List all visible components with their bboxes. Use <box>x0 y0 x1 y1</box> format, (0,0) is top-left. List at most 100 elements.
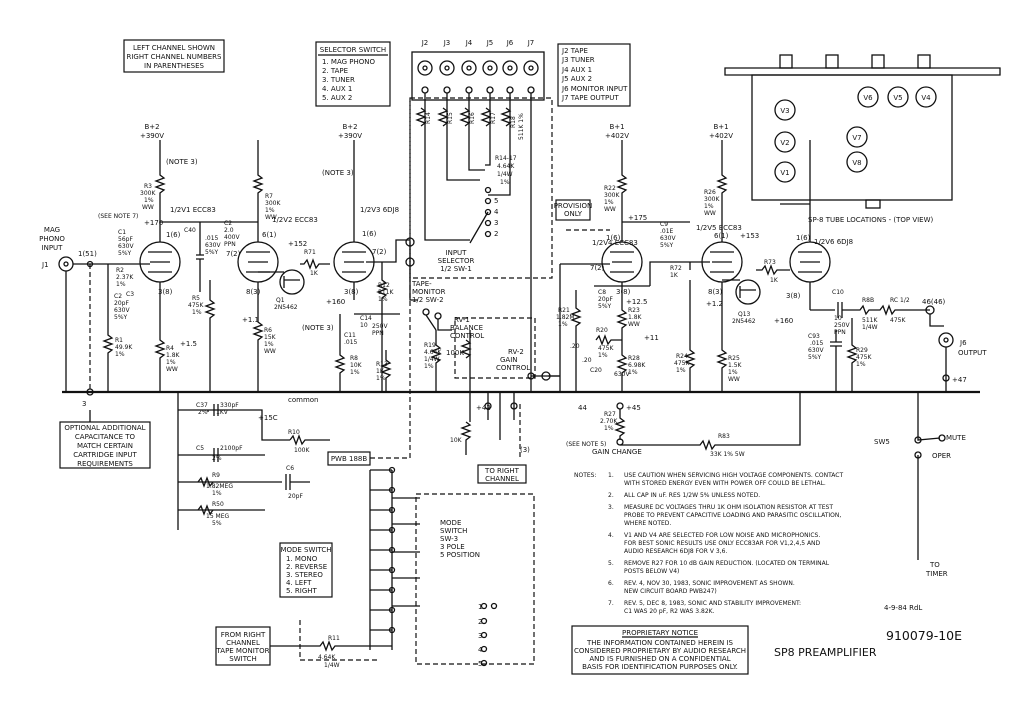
svg-text:1%: 1% <box>424 363 434 370</box>
svg-text:2.70K: 2.70K <box>600 418 618 425</box>
svg-text:5.: 5. <box>608 560 614 567</box>
selector-item: 5. AUX 2 <box>322 94 352 102</box>
svg-text:475K: 475K <box>856 354 872 361</box>
svg-text:AND IS FURNISHED ON A CONFIDEN: AND IS FURNISHED ON A CONFIDENTIAL <box>589 655 730 663</box>
q13-jfet-icon <box>735 279 761 305</box>
input-selector-label: 1/2 SW-1 <box>440 265 472 273</box>
proprietary-notice: PROPRIETARY NOTICE THE INFORMATION CONTA… <box>571 625 749 675</box>
svg-text:C14: C14 <box>360 315 372 322</box>
jack-legend-box: J2 TAPE J3 TUNER J4 AUX 1 J5 AUX 2 J6 MO… <box>557 43 631 107</box>
svg-text:R50: R50 <box>212 501 224 508</box>
svg-text:.20: .20 <box>582 357 592 364</box>
svg-text:1/2: 1/2 <box>900 297 910 304</box>
left-channel-line-1: LEFT CHANNEL SHOWN <box>133 44 215 52</box>
tape-monitor-label: TAPE- <box>411 280 432 288</box>
svg-text:2%: 2% <box>198 409 208 416</box>
svg-text:R29: R29 <box>856 347 868 354</box>
svg-text:REQUIREMENTS: REQUIREMENTS <box>77 460 133 468</box>
svg-text:4: 4 <box>478 646 483 654</box>
svg-text:1(6): 1(6) <box>362 230 377 238</box>
mute-switch: SW5 MUTE OPER TO TIMER <box>874 392 966 578</box>
svg-text:330pF: 330pF <box>220 402 239 409</box>
mode-item: 1. MONO <box>286 555 318 563</box>
mode-switch-legend: MODE SWITCH 1. MONO 2. REVERSE 3. STEREO… <box>279 542 333 598</box>
svg-text:CARTRIDGE INPUT: CARTRIDGE INPUT <box>73 451 137 459</box>
voltage-label: +15C <box>258 414 278 422</box>
svg-text:WW: WW <box>704 210 716 217</box>
svg-text:1%: 1% <box>856 361 866 368</box>
svg-text:2: 2 <box>478 618 482 626</box>
optional-capacitance-note: OPTIONAL ADDITIONAL CAPACITANCE TO MATCH… <box>59 410 151 469</box>
svg-text:R20: R20 <box>596 327 608 334</box>
svg-text:3.: 3. <box>608 504 614 511</box>
svg-text:1/2V6 6DJ8: 1/2V6 6DJ8 <box>814 238 853 246</box>
node-label: +47 <box>952 376 967 384</box>
svg-text:4: 4 <box>494 208 499 216</box>
supply-label: +402V <box>709 132 733 140</box>
svg-text:300K: 300K <box>604 192 620 199</box>
svg-text:1%: 1% <box>350 369 360 376</box>
svg-text:PPN: PPN <box>834 329 846 336</box>
svg-text:R8: R8 <box>350 355 358 362</box>
selector-item: 4. AUX 1 <box>322 85 352 93</box>
gain-change-label: GAIN CHANGE <box>592 448 642 456</box>
svg-text:R13: R13 <box>376 361 388 368</box>
svg-text:WHERE NOTED.: WHERE NOTED. <box>624 520 671 527</box>
svg-text:5: 5 <box>494 197 498 205</box>
left-channel-line-3: IN PARENTHESES <box>144 62 204 70</box>
svg-text:1(6): 1(6) <box>606 234 621 242</box>
svg-text:PPN: PPN <box>224 241 236 248</box>
mode-switch-box-label: SW-3 <box>440 535 458 543</box>
svg-text:475K: 475K <box>890 317 906 324</box>
svg-text:1: 1 <box>478 603 482 611</box>
svg-text:1KV: 1KV <box>216 409 229 416</box>
svg-text:R3: R3 <box>144 183 152 190</box>
svg-text:3(8): 3(8) <box>158 288 173 296</box>
svg-text:TO: TO <box>929 561 940 569</box>
gain-label: RV-2 <box>508 348 524 356</box>
supply-label: +390V <box>338 132 362 140</box>
phono-input-stage: MAG PHONO INPUT J1 1(51) 3 R1 49.9K 1% (… <box>39 123 216 408</box>
svg-text:R22: R22 <box>604 185 616 192</box>
voltage-label: +12.5 <box>626 298 647 306</box>
resistor-label: R18 <box>510 116 517 128</box>
tape-monitor-label: 1/2 SW-2 <box>412 296 444 304</box>
proprietary-title: PROPRIETARY NOTICE <box>622 629 698 637</box>
svg-text:1/2V1 ECC83: 1/2V1 ECC83 <box>170 206 216 214</box>
svg-text:C9: C9 <box>660 221 668 228</box>
svg-text:1/4W: 1/4W <box>424 356 440 363</box>
svg-text:1(6): 1(6) <box>166 231 181 239</box>
stage-four: PROVISION ONLY B+1 +402V R22 300K 1% WW … <box>548 123 801 458</box>
svg-text:CONSIDERED PROPRIETARY BY AUDI: CONSIDERED PROPRIETARY BY AUDIO RESEARCH <box>574 647 746 655</box>
mag-phono-label: MAG <box>44 226 60 234</box>
input-selector-label: SELECTOR <box>438 257 475 265</box>
mode-switch-box-label: SWITCH <box>440 527 467 535</box>
svg-text:400V: 400V <box>224 234 240 241</box>
svg-text:475K: 475K <box>598 345 614 352</box>
svg-text:R12: R12 <box>378 282 390 289</box>
svg-text:WW: WW <box>628 321 640 328</box>
svg-text:C37: C37 <box>196 402 208 409</box>
svg-text:1%: 1% <box>116 281 126 288</box>
svg-text:6.: 6. <box>608 580 614 587</box>
svg-text:C3: C3 <box>126 291 134 298</box>
svg-text:5%Y: 5%Y <box>598 303 612 310</box>
svg-text:R6: R6 <box>264 327 272 334</box>
svg-text:(3): (3) <box>520 446 530 454</box>
svg-text:SWITCH: SWITCH <box>229 655 256 663</box>
mag-phono-label: INPUT <box>42 244 64 252</box>
svg-text:R2: R2 <box>116 267 124 274</box>
svg-text:2.0: 2.0 <box>224 227 234 234</box>
tube-position: V7 <box>852 134 861 142</box>
mode-item: 4. LEFT <box>286 579 312 587</box>
svg-text:C5: C5 <box>196 445 204 452</box>
svg-text:1K: 1K <box>670 272 679 279</box>
svg-text:100K: 100K <box>294 447 310 454</box>
svg-text:1%: 1% <box>264 341 274 348</box>
jack-label: J5 <box>486 39 494 47</box>
svg-text:1/2V3 6DJ8: 1/2V3 6DJ8 <box>360 206 399 214</box>
svg-text:C20: C20 <box>590 367 602 374</box>
svg-text:6(1): 6(1) <box>262 231 277 239</box>
document-number: 910079-10E <box>886 628 962 643</box>
svg-text:FOR BEST SONIC RESULTS USE ONL: FOR BEST SONIC RESULTS USE ONLY ECC83AR … <box>624 540 821 547</box>
